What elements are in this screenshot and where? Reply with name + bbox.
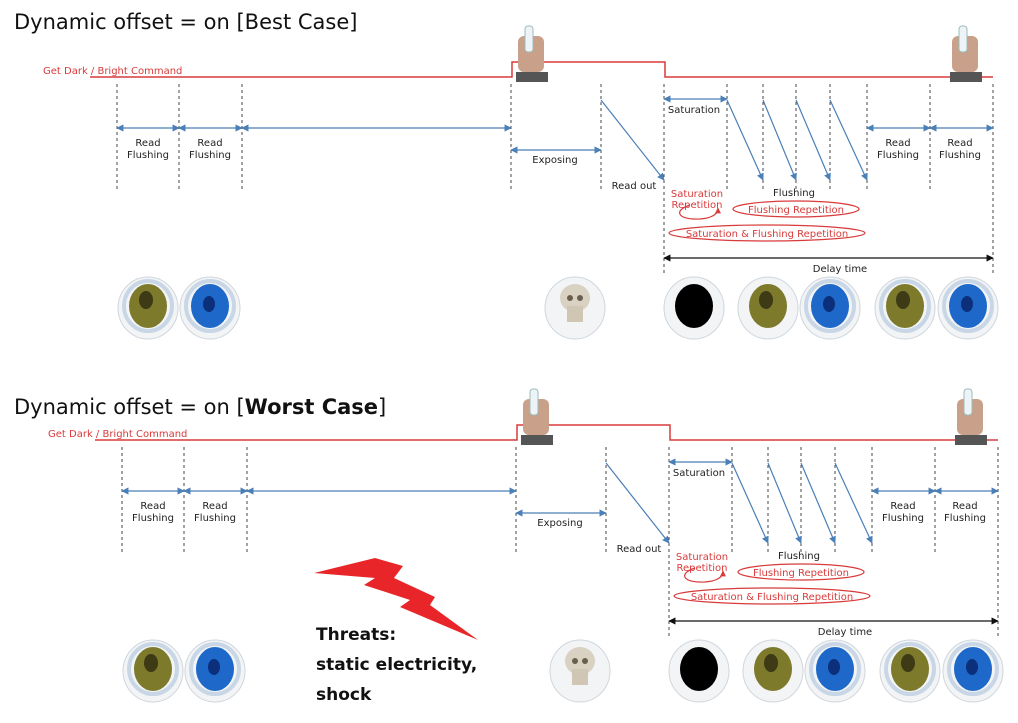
exposing-label: Exposing	[537, 518, 582, 529]
title-suffix: ]	[378, 395, 387, 419]
release-hand-icon	[955, 388, 987, 445]
readout-arrow	[834, 462, 873, 544]
saturation-rep-label: Saturation	[671, 189, 723, 200]
dark-detector-thumbnail	[668, 639, 730, 703]
title-prefix: Dynamic offset = on [	[14, 10, 245, 34]
command-label: Get Dark / Bright Command	[43, 66, 182, 77]
read-label: Read	[140, 501, 165, 512]
diagram-group: Get Dark / Bright CommandReadFlushingRea…	[48, 388, 1004, 703]
blue-detector-thumbnail	[799, 276, 861, 340]
read-label: Read	[952, 501, 977, 512]
read-label: Read	[202, 501, 227, 512]
panel-best-case: Dynamic offset = on [Best Case] Get Dark…	[0, 0, 1018, 360]
timing-diagram: Get Dark / Bright CommandReadFlushingRea…	[43, 25, 999, 340]
title-prefix: Dynamic offset = on [	[14, 395, 245, 419]
release-hand-icon	[950, 25, 982, 82]
saturation-rep-label: Repetition	[676, 563, 727, 574]
blue-detector-thumbnail	[184, 639, 246, 703]
saturation-rep-label: Repetition	[671, 200, 722, 211]
delay-time-label: Delay time	[818, 627, 872, 638]
flushing-label: Flushing	[132, 513, 174, 524]
title-emphasis: Worst Case	[244, 395, 379, 419]
skull-xray-thumbnail	[544, 276, 606, 340]
readout-arrow	[762, 99, 797, 181]
olive-detector-thumbnail	[122, 639, 184, 703]
readout-arrow	[767, 462, 802, 544]
press-hand-icon	[521, 388, 553, 445]
olive-skull-detector-thumbnail	[742, 639, 804, 703]
sat-flush-rep-loop	[673, 587, 871, 605]
saturation-label: Saturation	[668, 105, 720, 116]
command-signal-line	[95, 424, 998, 441]
diagram-group: Get Dark / Bright CommandReadFlushingRea…	[43, 25, 999, 340]
flushing-label: Flushing	[194, 513, 236, 524]
panel-title: Dynamic offset = on [Worst Case]	[14, 395, 386, 419]
readout-arrow	[605, 462, 670, 544]
delay-time-label: Delay time	[813, 264, 867, 275]
threat-line-2: static electricity,	[316, 655, 478, 675]
timing-diagram: Get Dark / Bright CommandReadFlushingRea…	[48, 388, 1004, 703]
saturation-loop	[679, 204, 721, 220]
read-label: Read	[885, 138, 910, 149]
flushing-label: Flushing	[882, 513, 924, 524]
readout-arrow	[600, 99, 665, 181]
olive-detector-thumbnail	[117, 276, 179, 340]
read-out-label: Read out	[612, 181, 657, 192]
title-emphasis: Best Case	[244, 10, 350, 34]
readout-arrow	[800, 462, 836, 544]
dark-detector-thumbnail	[663, 276, 725, 340]
panel-worst-case: Dynamic offset = on [Worst Case] Get Dar…	[0, 363, 1018, 723]
olive-detector-thumbnail	[879, 639, 941, 703]
saturation-label: Saturation	[673, 468, 725, 479]
blue-detector-thumbnail	[179, 276, 241, 340]
read-label: Read	[890, 501, 915, 512]
command-signal-line	[90, 61, 993, 78]
sat-flush-rep-loop	[668, 224, 866, 242]
read-label: Read	[947, 138, 972, 149]
flushing-label: Flushing	[944, 513, 986, 524]
read-label: Read	[135, 138, 160, 149]
threat-note: Threats: static electricity, shock	[316, 620, 477, 710]
read-out-label: Read out	[617, 544, 662, 555]
skull-xray-thumbnail	[549, 639, 611, 703]
title-suffix: ]	[349, 10, 358, 34]
flushing-phase-label: Flushing	[773, 188, 815, 199]
command-label: Get Dark / Bright Command	[48, 429, 187, 440]
saturation-rep-label: Saturation	[676, 552, 728, 563]
readout-arrow	[726, 99, 764, 181]
sat-flush-rep-label: Saturation & Flushing Repetition	[691, 592, 853, 603]
flushing-rep-label: Flushing Repetition	[748, 205, 844, 216]
press-hand-icon	[516, 25, 548, 82]
flushing-rep-loop	[732, 200, 860, 218]
readout-arrow	[731, 462, 769, 544]
saturation-loop	[684, 567, 726, 583]
threat-line-3: shock	[316, 685, 372, 705]
threat-line-1: Threats:	[316, 625, 397, 645]
flushing-rep-label: Flushing Repetition	[753, 568, 849, 579]
flushing-label: Flushing	[127, 150, 169, 161]
blue-detector-thumbnail	[942, 639, 1004, 703]
flushing-rep-loop	[737, 563, 865, 581]
flushing-label: Flushing	[189, 150, 231, 161]
olive-skull-detector-thumbnail	[737, 276, 799, 340]
blue-detector-thumbnail	[937, 276, 999, 340]
blue-detector-thumbnail	[804, 639, 866, 703]
readout-arrow	[795, 99, 831, 181]
exposing-label: Exposing	[532, 155, 577, 166]
sat-flush-rep-label: Saturation & Flushing Repetition	[686, 229, 848, 240]
flushing-label: Flushing	[877, 150, 919, 161]
olive-detector-thumbnail	[874, 276, 936, 340]
flushing-phase-label: Flushing	[778, 551, 820, 562]
panel-title: Dynamic offset = on [Best Case]	[14, 10, 357, 34]
read-label: Read	[197, 138, 222, 149]
flushing-label: Flushing	[939, 150, 981, 161]
readout-arrow	[829, 99, 868, 181]
